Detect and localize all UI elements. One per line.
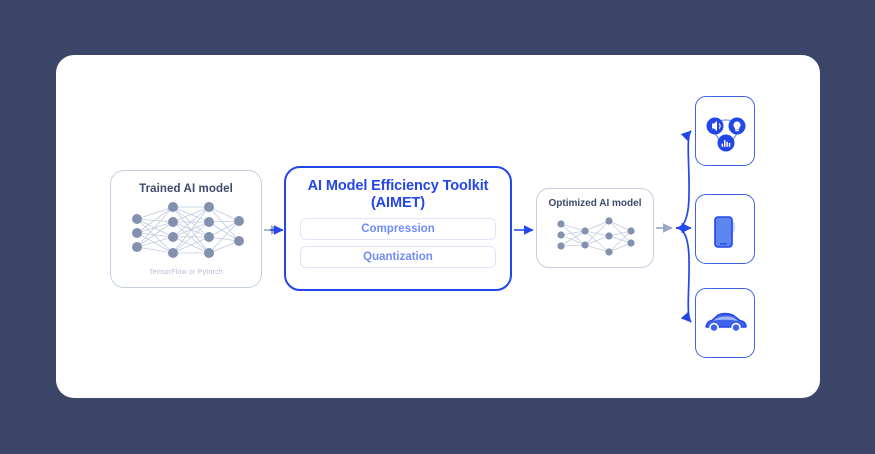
optimized-model-network [557, 217, 635, 256]
car-icon [705, 312, 747, 333]
feature-quantization[interactable]: Quantization [300, 246, 496, 268]
target-device-phone[interactable] [695, 194, 755, 264]
smartphone-icon [714, 216, 736, 248]
trained-model-network [132, 202, 244, 258]
trained-model-caption: TensorFlow or Pytorch [149, 269, 223, 276]
aimet-title-line1: AI Model Efficiency Toolkit [307, 178, 489, 194]
aimet-title-line2: (AIMET) [370, 195, 426, 211]
trained-model-title: Trained AI model [139, 183, 233, 195]
smart-speaker-icon [706, 117, 746, 152]
target-device-iot[interactable] [695, 96, 755, 166]
target-device-car[interactable] [695, 288, 755, 358]
feature-compression[interactable]: Compression [300, 218, 496, 240]
aimet-title: AI Model Efficiency Toolkit (AIMET) [286, 178, 510, 212]
trained-model-box: Trained AI model [110, 170, 262, 288]
optimized-model-box: Optimized AI model [536, 188, 654, 268]
optimized-model-title: Optimized AI model [548, 198, 642, 209]
aimet-box: AI Model Efficiency Toolkit (AIMET) Comp… [284, 166, 512, 291]
